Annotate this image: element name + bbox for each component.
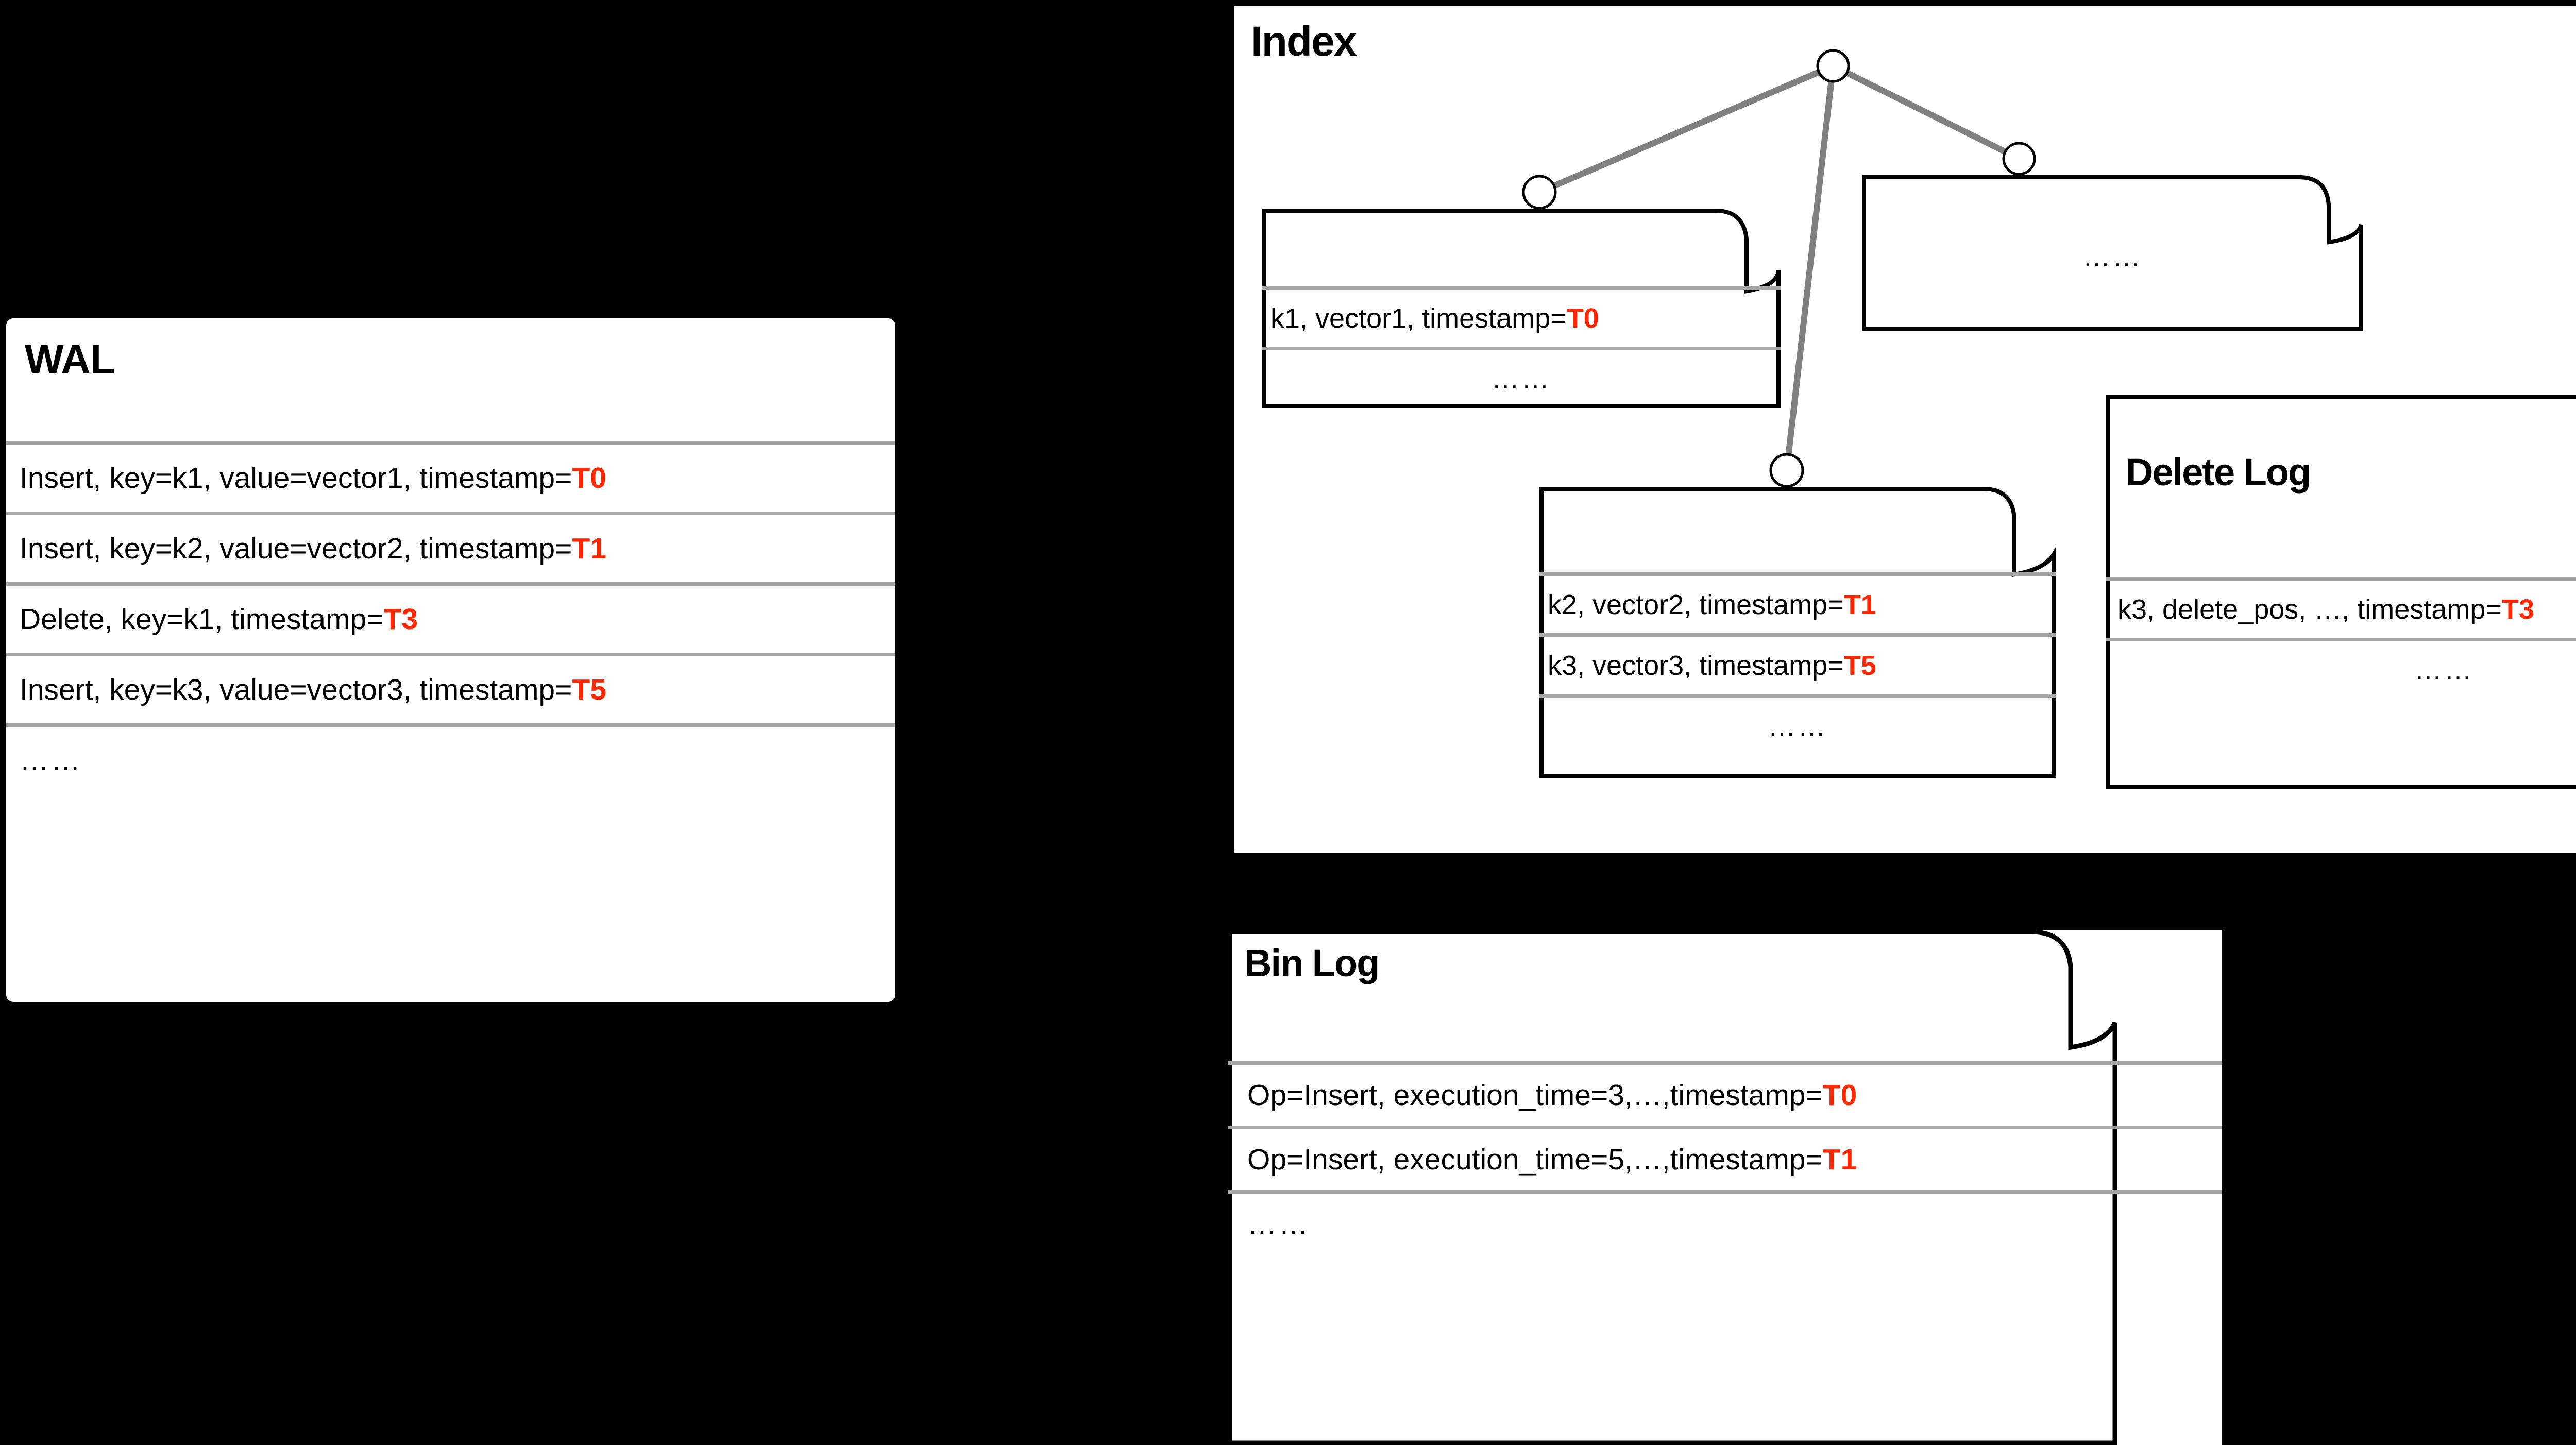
document-shape-icon [1227, 929, 2117, 1445]
bin-log-row: …… [1228, 1190, 2222, 1254]
index-entry-timestamp: T1 [1843, 589, 1876, 620]
tree-node-child-a [1522, 175, 1557, 210]
index-entry-text: …… [1768, 710, 1828, 742]
delete-log-row-list: k3, delete_pos, …, timestamp=T3 …… [2106, 577, 2576, 699]
wal-panel: WAL Insert, key=k1, value=vector1, times… [6, 318, 895, 1002]
wal-row-text: …… [20, 744, 82, 777]
index-entry-text: k1, vector1, timestamp= [1270, 302, 1567, 334]
index-entry-row: …… [1262, 347, 1781, 407]
tree-node-child-b [2002, 142, 2036, 176]
wal-row: Delete, key=k1, timestamp=T3 [6, 582, 895, 653]
delete-log-card: Delete Log k3, delete_pos, …, timestamp=… [2106, 395, 2576, 789]
wal-row-timestamp: T3 [383, 603, 418, 636]
delete-log-row: k3, delete_pos, …, timestamp=T3 [2106, 577, 2576, 638]
bin-log-row-text: …… [1247, 1208, 1310, 1240]
node-c-row-list: k2, vector2, timestamp=T1 k3, vector3, t… [1539, 572, 2056, 755]
tree-edge-root-to-c [1784, 65, 1836, 471]
delete-log-row-timestamp: T3 [2501, 593, 2534, 625]
tree-node-child-c [1769, 453, 1804, 488]
document-shape-icon [2106, 395, 2576, 789]
wal-row-timestamp: T0 [572, 462, 606, 495]
index-entry-row: k3, vector3, timestamp=T5 [1539, 633, 2056, 694]
bin-log-title: Bin Log [1244, 942, 1380, 984]
index-entry-text: …… [1492, 363, 1551, 395]
bin-log-row-timestamp: T1 [1822, 1143, 1857, 1176]
bin-log-row: Op=Insert, execution_time=5,…,timestamp=… [1228, 1126, 2222, 1190]
index-entry-text: k3, vector3, timestamp= [1548, 650, 1844, 681]
bin-log-row: Op=Insert, execution_time=3,…,timestamp=… [1228, 1061, 2222, 1126]
bin-log-card: Bin Log Op=Insert, execution_time=3,…,ti… [1227, 929, 2222, 1445]
wal-row: Insert, key=k3, value=vector3, timestamp… [6, 653, 895, 723]
bin-log-row-list: Op=Insert, execution_time=3,…,timestamp=… [1228, 1061, 2222, 1254]
wal-row-timestamp: T5 [572, 673, 606, 706]
delete-log-row: …… [2106, 638, 2576, 699]
tree-edge-root-to-a [1538, 63, 1835, 195]
index-entry-timestamp: T5 [1843, 650, 1876, 681]
index-panel: Index k1, vector1, timestamp=T0 [1234, 6, 2576, 853]
document-shape-icon [1862, 175, 2363, 331]
delete-log-row-text: k3, delete_pos, …, timestamp= [2117, 593, 2502, 625]
wal-row: …… [6, 723, 895, 794]
index-node-card-k2-k3: k2, vector2, timestamp=T1 k3, vector3, t… [1539, 487, 2056, 778]
index-title: Index [1251, 18, 1357, 65]
wal-row-timestamp: T1 [572, 532, 606, 565]
wal-row: Insert, key=k2, value=vector2, timestamp… [6, 512, 895, 582]
index-entry-timestamp: T0 [1566, 302, 1599, 334]
wal-row: Insert, key=k1, value=vector1, timestamp… [6, 441, 895, 512]
index-entry-text: k2, vector2, timestamp= [1548, 589, 1844, 620]
index-entry-row: …… [1539, 694, 2056, 755]
tree-edge-root-to-b [1832, 63, 2021, 162]
node-b-ellipsis: …… [2082, 242, 2143, 273]
bin-log-row-text: Op=Insert, execution_time=5,…,timestamp= [1247, 1143, 1823, 1176]
wal-row-text: Insert, key=k2, value=vector2, timestamp… [20, 532, 572, 565]
index-entry-row: k2, vector2, timestamp=T1 [1539, 572, 2056, 633]
wal-row-text: Insert, key=k1, value=vector1, timestamp… [20, 462, 572, 495]
tree-node-root [1816, 49, 1850, 83]
bin-log-row-text: Op=Insert, execution_time=3,…,timestamp= [1247, 1079, 1823, 1112]
wal-row-text: Delete, key=k1, timestamp= [20, 603, 384, 636]
index-node-card-ellipsis: …… [1862, 175, 2363, 331]
delete-log-title: Delete Log [2126, 451, 2311, 494]
wal-row-list: Insert, key=k1, value=vector1, timestamp… [6, 441, 895, 794]
index-node-card-k1: k1, vector1, timestamp=T0 …… [1262, 209, 1781, 408]
document-shape-icon [1262, 209, 1781, 408]
bin-log-row-timestamp: T0 [1822, 1079, 1857, 1112]
wal-row-text: Insert, key=k3, value=vector3, timestamp… [20, 673, 572, 706]
wal-title: WAL [25, 336, 115, 382]
index-entry-row: k1, vector1, timestamp=T0 [1262, 286, 1781, 347]
delete-log-row-text: …… [2414, 654, 2474, 686]
index-tree-graphic [1522, 49, 2036, 488]
node-a-row-list: k1, vector1, timestamp=T0 …… [1262, 286, 1781, 407]
